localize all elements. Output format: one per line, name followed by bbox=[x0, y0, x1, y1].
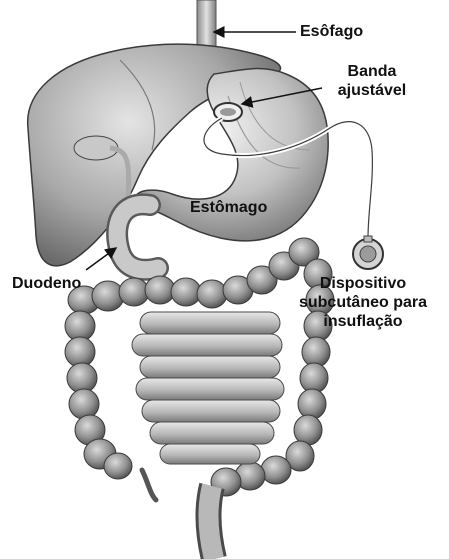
appendix bbox=[142, 470, 156, 500]
label-estomago: Estômago bbox=[190, 198, 267, 217]
label-dispositivo-line-1: Dispositivo bbox=[288, 274, 438, 293]
label-duodeno: Duodeno bbox=[12, 274, 81, 293]
small-intestine bbox=[132, 312, 284, 464]
label-dispositivo-line-3: insuflação bbox=[288, 312, 438, 331]
label-dispositivo: Dispositivo subcutâneo para insuflação bbox=[288, 274, 438, 331]
label-dispositivo-line-2: subcutâneo para bbox=[288, 293, 438, 312]
label-banda-line-1: Banda bbox=[322, 62, 422, 81]
label-banda-ajustavel: Banda ajustável bbox=[322, 62, 422, 100]
label-banda-line-2: ajustável bbox=[322, 81, 422, 100]
label-esofago: Esôfago bbox=[300, 22, 363, 41]
